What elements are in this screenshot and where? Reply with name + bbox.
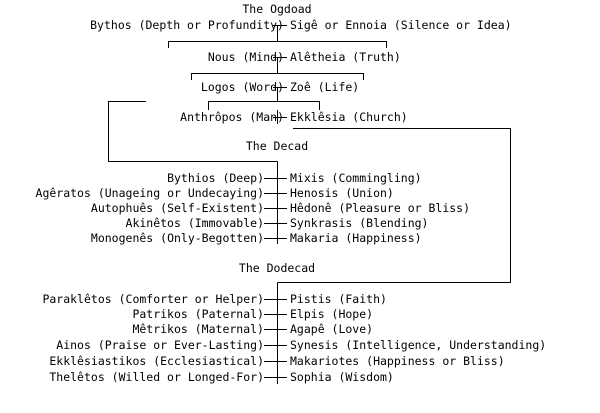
dodecad-pair-4-left: Ainos (Praise or Ever-Lasting): [56, 338, 264, 352]
decad-pair-4-left: Akinêtos (Immovable): [125, 216, 264, 230]
dodecad-pair-6-left: Thelêtos (Willed or Longed-For): [49, 370, 264, 384]
dodecad-pair-2-left: Patrikos (Paternal): [132, 307, 264, 321]
decad-pair-1-left: Bythios (Deep): [167, 171, 264, 185]
ogdoad-branch-3: [208, 101, 320, 110]
decad-pair-5-right: Makaria (Happiness): [290, 231, 422, 245]
dodecad-pair-1-right: Pistis (Faith): [290, 292, 387, 306]
ogdoad-pair-1-right: Sigê or Ennoia (Silence or Idea): [290, 18, 512, 32]
dodecad-link: [277, 128, 511, 283]
dodecad-pair-6-right: Sophia (Wisdom): [290, 370, 394, 384]
ogdoad-pair-1-left: Bythos (Depth or Profundity): [90, 18, 284, 32]
decad-link: [108, 101, 278, 162]
dodecad-pair-2-right: Elpis (Hope): [290, 307, 374, 321]
ogdoad-pair-3-left: Logos (Word): [200, 80, 284, 94]
ogdoad-pair-2-left: Nous (Mind): [207, 50, 284, 64]
decad-pair-2-left: Agêratos (Unageing or Undecaying): [35, 186, 264, 200]
dodecad-pair-5-right: Makariotes (Happiness or Bliss): [290, 354, 505, 368]
dodecad-pair-4-right: Synesis (Intelligence, Understanding): [290, 338, 547, 352]
ogdoad-pair-4-right: Ekklêsia (Church): [290, 110, 408, 124]
dodecad-pair-3-left: Mêtrikos (Maternal): [132, 322, 264, 336]
decad-pair-3-right: Hêdonê (Pleasure or Bliss): [290, 201, 471, 215]
ogdoad-pair-2-right: Alêtheia (Truth): [290, 50, 401, 64]
ogdoad-pair-3-right: Zoê (Life): [290, 80, 360, 94]
ogdoad-branch-1: [168, 41, 387, 48]
dodecad-title: The Dodecad: [238, 261, 316, 275]
ogdoad-branch-2: [191, 73, 364, 80]
ogdoad-title: The Ogdoad: [242, 2, 312, 16]
dodecad-pair-5-left: Ekklêsiastikos (Ecclesiastical): [49, 354, 264, 368]
dodecad-pair-3-right: Agapê (Love): [290, 322, 374, 336]
dodecad-pair-1-left: Paraklêtos (Comforter or Helper): [42, 292, 264, 306]
decad-pair-1-right: Mixis (Commingling): [290, 171, 422, 185]
decad-pair-2-right: Henosis (Union): [290, 186, 394, 200]
decad-pair-5-left: Monogenês (Only-Begotten): [90, 231, 264, 245]
decad-title: The Decad: [245, 139, 309, 153]
decad-pair-4-right: Synkrasis (Blending): [290, 216, 429, 230]
ogdoad-pair-4-left: Anthrôpos (Man): [180, 110, 284, 124]
decad-pair-3-left: Autophuês (Self-Existent): [90, 201, 264, 215]
